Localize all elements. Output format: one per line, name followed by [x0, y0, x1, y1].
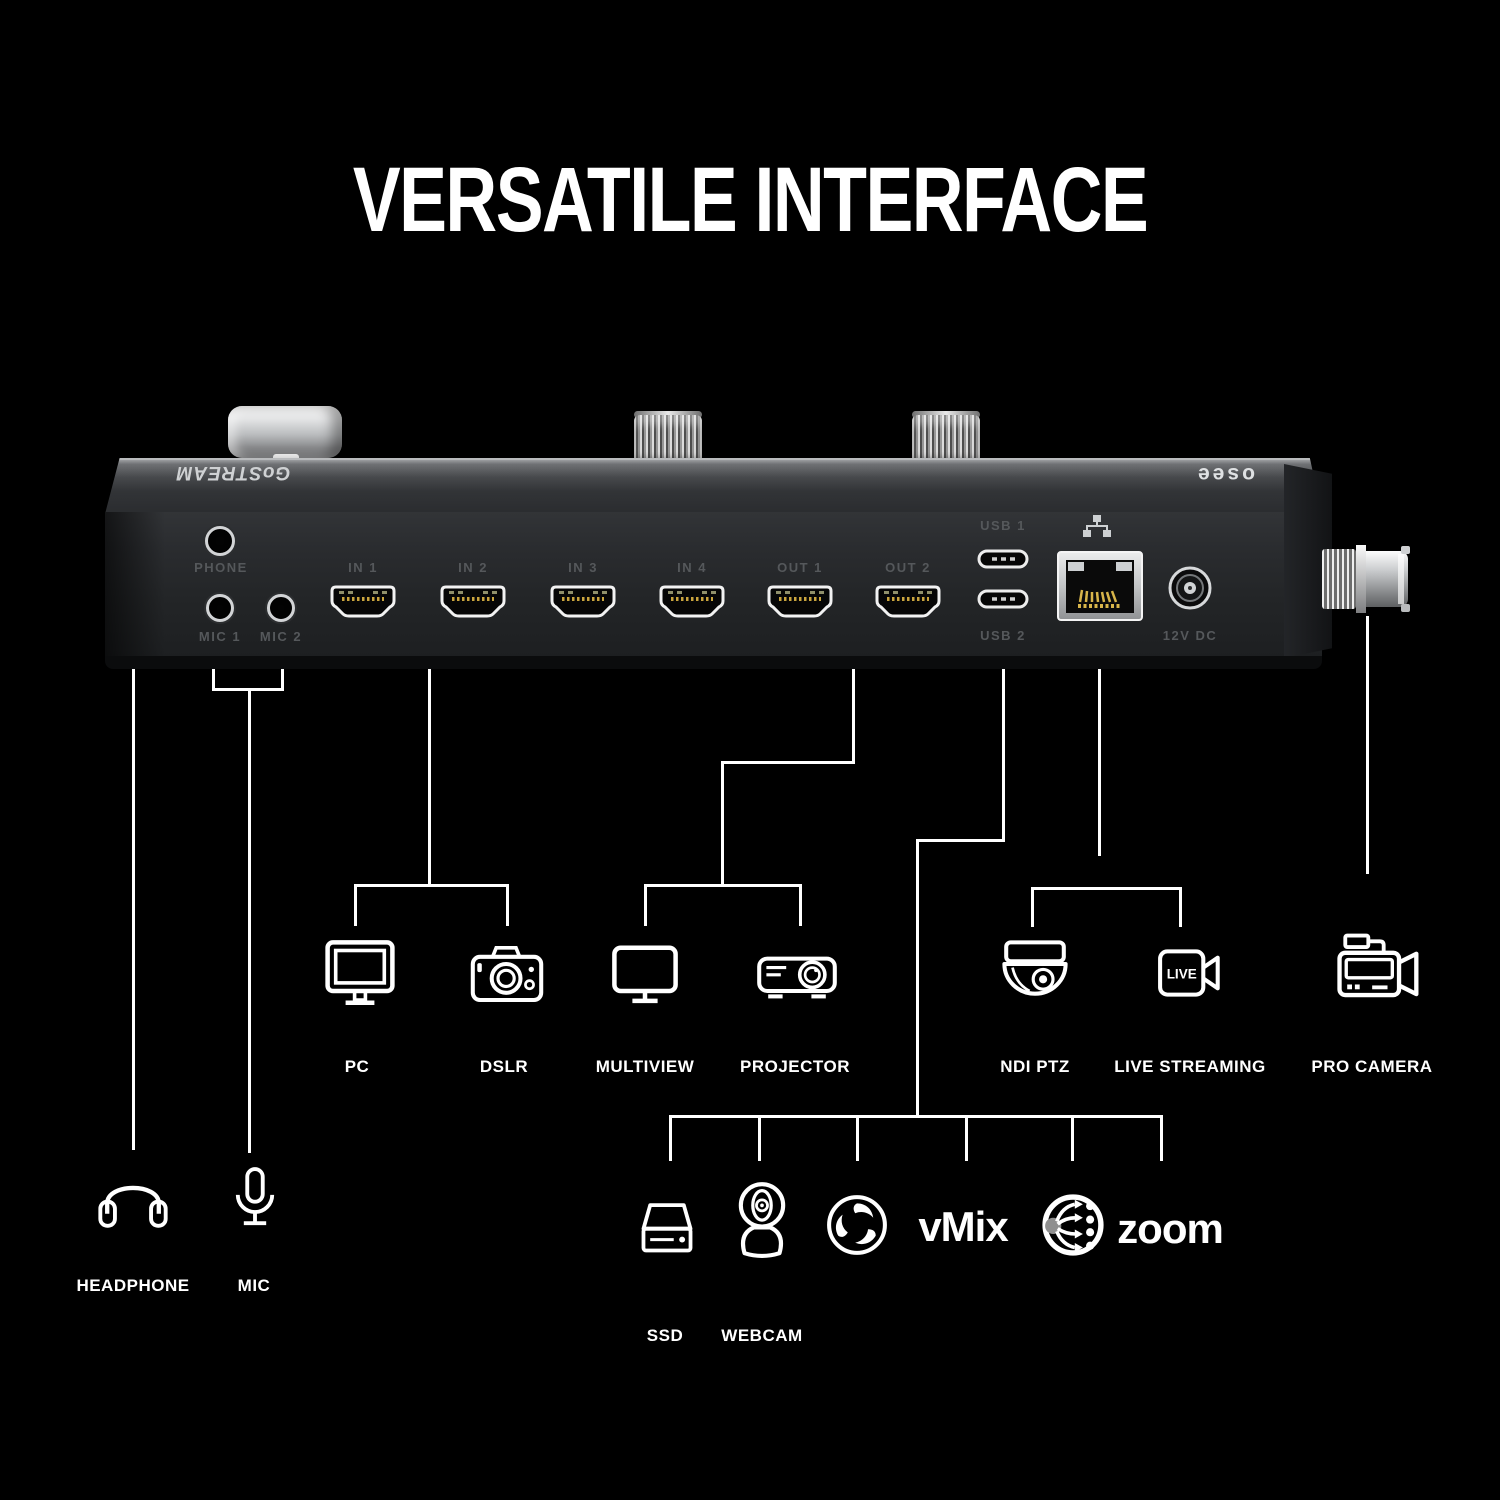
connector-line [1002, 660, 1005, 842]
bnc-connector [1322, 549, 1356, 609]
mic1-jack [206, 594, 234, 622]
knob-cap [912, 411, 980, 418]
connector-line [758, 1115, 761, 1161]
label-live-streaming: LIVE STREAMING [1114, 1057, 1266, 1076]
knob-cap [634, 411, 702, 418]
port-label-mic1: MIC 1 [198, 629, 242, 644]
live-streaming-icon: LIVE [1158, 949, 1220, 997]
label-webcam: WEBCAM [721, 1326, 803, 1345]
dslr-icon [470, 946, 544, 1003]
brand-logo-osee: osee [1195, 463, 1255, 486]
bnc-nub [1401, 546, 1410, 554]
label-pro-camera: PRO CAMERA [1311, 1057, 1433, 1076]
port-label-power: 12V DC [1162, 628, 1218, 643]
port-label-in4: IN 4 [677, 560, 707, 575]
zoom-logo: zoom [1117, 1205, 1224, 1252]
live-badge-text: LIVE [1167, 966, 1197, 981]
hdmi-port-out1 [767, 585, 833, 618]
port-label-usb2: USB 2 [980, 628, 1026, 643]
hdmi-port-in2 [440, 585, 506, 618]
label-mic: MIC [237, 1276, 271, 1295]
connector-line [721, 761, 855, 764]
label-ssd: SSD [646, 1326, 684, 1345]
label-headphone: HEADPHONE [76, 1276, 190, 1295]
connector-line [856, 1115, 859, 1161]
hdmi-port-in3 [550, 585, 616, 618]
connector-line [281, 660, 284, 691]
device-bottom-edge [105, 656, 1322, 669]
pro-camera-icon [1337, 933, 1419, 998]
label-pc: PC [344, 1057, 370, 1076]
label-projector: PROJECTOR [740, 1057, 850, 1076]
port-label-in3: IN 3 [568, 560, 598, 575]
headphone-icon [98, 1185, 168, 1228]
multiview-icon [612, 945, 678, 1004]
ssd-icon [641, 1203, 693, 1253]
brand-logo-gostream: GoSTREAM [175, 462, 291, 483]
device-top-bevel [105, 458, 1322, 514]
tbar-handle [228, 406, 342, 458]
hdmi-port-in4 [659, 585, 725, 618]
connector-line [669, 1115, 1163, 1118]
port-label-mic2: MIC 2 [259, 629, 303, 644]
connector-line [1031, 887, 1182, 890]
bnc-collar [1356, 545, 1366, 613]
connector-line [1160, 1115, 1163, 1161]
port-label-phone: PHONE [194, 560, 248, 575]
ethernet-port [1057, 551, 1143, 621]
bnc-ridge [1398, 554, 1404, 604]
mic-icon [235, 1167, 275, 1226]
hdmi-port-out2 [875, 585, 941, 618]
webcam-icon [738, 1182, 786, 1259]
label-multiview: MULTIVIEW [595, 1057, 695, 1076]
connector-line [1366, 616, 1369, 874]
connector-line [799, 884, 802, 926]
port-label-out1: OUT 1 [777, 560, 823, 575]
device-edge-shade [105, 512, 165, 658]
connector-line [669, 1115, 672, 1161]
port-label-in2: IN 2 [458, 560, 488, 575]
connector-line [1071, 1115, 1074, 1161]
connector-line [248, 688, 251, 1153]
connector-line [916, 839, 919, 1116]
connector-line [721, 761, 724, 887]
connector-line [212, 660, 215, 691]
dc-power-port [1168, 566, 1212, 610]
connector-line [644, 884, 647, 926]
bnc-nub [1401, 604, 1410, 612]
page-title: VERSATILE INTERFACE [352, 149, 1149, 251]
multistream-icon [1042, 1194, 1104, 1256]
connector-line [506, 884, 509, 926]
connector-line [916, 839, 1005, 842]
port-label-in1: IN 1 [348, 560, 378, 575]
usbc-port-2 [977, 589, 1029, 609]
network-icon [1083, 515, 1111, 537]
connector-line [852, 649, 855, 764]
connector-line [1031, 887, 1034, 927]
connector-line [354, 884, 357, 926]
label-dslr: DSLR [479, 1057, 529, 1076]
obs-icon [827, 1195, 887, 1255]
port-label-out2: OUT 2 [885, 560, 931, 575]
phone-jack [205, 526, 235, 556]
ndi-ptz-icon [1002, 940, 1068, 996]
usbc-port-1 [977, 549, 1029, 569]
vmix-logo: vMix [918, 1203, 1008, 1250]
connector-line [132, 541, 135, 1150]
connector-line [428, 649, 431, 884]
pc-icon [325, 940, 395, 1005]
label-ndi-ptz: NDI PTZ [1000, 1057, 1070, 1076]
connector-line [1179, 887, 1182, 927]
port-label-usb1: USB 1 [980, 518, 1026, 533]
projector-icon [757, 956, 837, 999]
connector-line [644, 884, 802, 887]
connector-line [354, 884, 509, 887]
connector-line [965, 1115, 968, 1161]
hdmi-port-in1 [330, 585, 396, 618]
mic2-jack [267, 594, 295, 622]
connector-line [1098, 660, 1101, 856]
